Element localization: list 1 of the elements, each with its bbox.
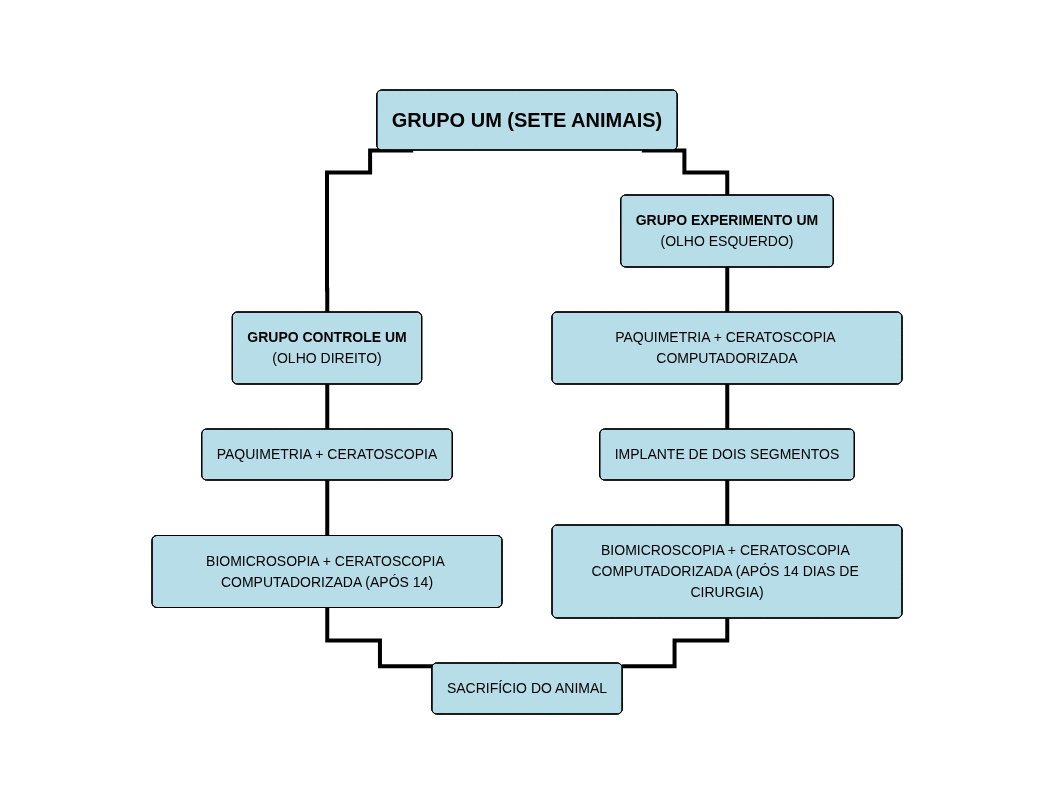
connector <box>621 616 729 668</box>
